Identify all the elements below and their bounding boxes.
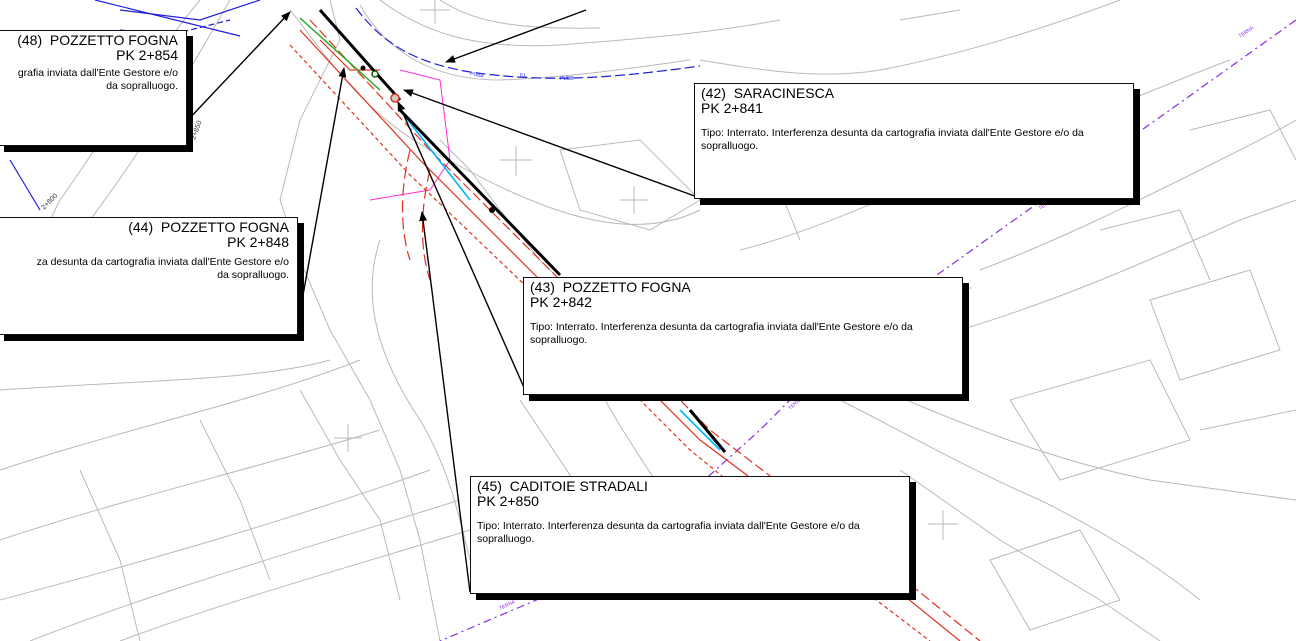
callout-description: Tipo: Interrato. Interferenza desunta da…	[477, 520, 860, 545]
callout-44-pozzetto-fogna[interactable]: (44) POZZETTO FOGNA PK 2+848 za desunta …	[0, 217, 298, 335]
terna-label-3: TERNA	[787, 396, 804, 412]
chainage-label: 2+850	[190, 120, 203, 141]
callout-pk: PK 2+848	[227, 234, 289, 250]
callout-title: (42) SARACINESCA	[701, 86, 1125, 101]
callout-pk: PK 2+841	[701, 100, 763, 116]
corridor-cyan-line	[399, 109, 721, 451]
callout-desc-line: da sopralluogo.	[106, 80, 178, 92]
node-marker[interactable]	[489, 207, 495, 213]
callout-number: (48)	[17, 32, 43, 48]
pubb-label: PUBB	[470, 71, 485, 79]
callout-number: (42)	[701, 85, 726, 101]
node-marker[interactable]	[371, 70, 379, 78]
node-marker[interactable]	[390, 93, 400, 103]
node-marker[interactable]	[360, 65, 366, 71]
corridor-green-line	[299, 17, 381, 91]
callout-description: Tipo: Interrato. Interferenza desunta da…	[530, 321, 913, 346]
callout-desc-line: grafia inviata dall'Ente Gestore e/o	[17, 67, 178, 79]
pubb-label-2: PUBB	[560, 76, 574, 82]
callout-name: POZZETTO FOGNA	[160, 219, 289, 235]
callout-number: (43)	[530, 279, 555, 295]
chainage-label: 2+800	[40, 192, 59, 211]
callout-pk: PK 2+854	[116, 47, 178, 63]
callout-desc-line: za desunta da cartografia inviata dall'E…	[36, 256, 289, 268]
callout-43-pozzetto-fogna[interactable]: (43) POZZETTO FOGNA PK 2+842 Tipo: Inter…	[523, 277, 963, 395]
callout-48-pozzetto-fogna[interactable]: (48) POZZETTO FOGNA PK 2+854 grafia invi…	[0, 30, 187, 146]
crosshair-markers	[334, 0, 972, 540]
callout-45-caditoie-stradali[interactable]: (45) CADITOIE STRADALI PK 2+850 Tipo: In…	[470, 476, 910, 594]
callout-name: SARACINESCA	[733, 85, 835, 101]
callout-title: (44) POZZETTO FOGNA	[5, 220, 289, 235]
corridor-black-alignment	[318, 9, 727, 453]
callout-pk: PK 2+850	[477, 493, 539, 509]
terna-label: TERNA	[1238, 25, 1256, 40]
ill-label: ILL	[520, 73, 527, 79]
callout-description: za desunta da cartografia inviata dall'E…	[5, 256, 289, 282]
callout-name: CADITOIE STRADALI	[509, 478, 648, 494]
callout-number: (45)	[477, 478, 502, 494]
callout-description: grafia inviata dall'Ente Gestore e/o da …	[5, 67, 178, 93]
callout-pk: PK 2+842	[530, 294, 592, 310]
callout-title: (48) POZZETTO FOGNA	[5, 33, 178, 48]
callout-title: (45) CADITOIE STRADALI	[477, 479, 901, 494]
callout-description: Tipo: Interrato. Interferenza desunta da…	[701, 127, 1084, 152]
magenta-boundary	[369, 69, 451, 201]
terna-label-4: TERNA	[498, 599, 516, 612]
callout-title: (43) POZZETTO FOGNA	[530, 280, 954, 295]
callout-name: POZZETTO FOGNA	[562, 279, 691, 295]
callout-desc-line: da sopralluogo.	[217, 269, 289, 281]
leader-arrows	[185, 9, 701, 593]
callout-42-saracinesca[interactable]: (42) SARACINESCA PK 2+841 Tipo: Interrat…	[694, 83, 1134, 199]
callout-number: (44)	[128, 219, 154, 235]
callout-name: POZZETTO FOGNA	[49, 32, 178, 48]
